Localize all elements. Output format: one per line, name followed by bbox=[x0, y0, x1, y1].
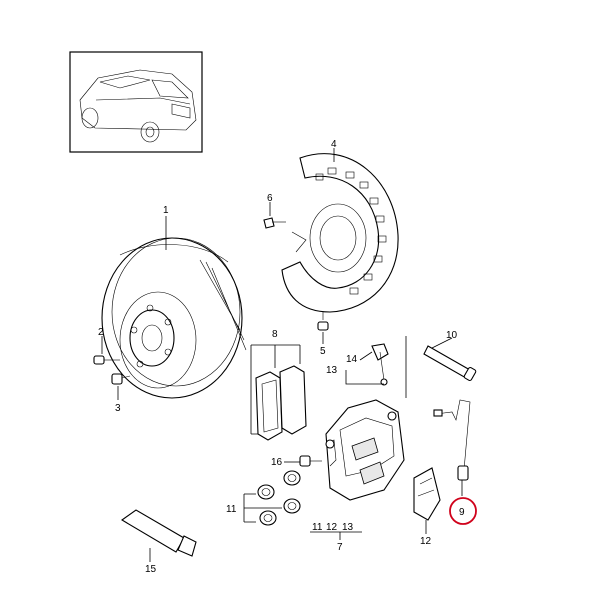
brake-caliper bbox=[325, 399, 405, 501]
bolt-6 bbox=[263, 217, 286, 229]
callout-6: 6 bbox=[267, 193, 273, 204]
callout-4: 4 bbox=[331, 139, 337, 150]
callout-15: 15 bbox=[145, 564, 157, 575]
callout-5: 5 bbox=[320, 346, 326, 357]
pad-spring-12 bbox=[413, 467, 441, 521]
leader-lines bbox=[101, 148, 463, 562]
callout-7: 7 bbox=[337, 542, 343, 553]
callout-1: 1 bbox=[163, 205, 169, 216]
brake-disc bbox=[101, 237, 247, 399]
screw-16 bbox=[299, 455, 322, 467]
wheel-screw-3 bbox=[111, 373, 131, 385]
callout-8: 8 bbox=[272, 329, 278, 340]
callout-11: 11 bbox=[226, 504, 237, 515]
paste-tube-15 bbox=[120, 509, 197, 557]
wear-sensor-9 bbox=[433, 399, 471, 481]
bolt-5 bbox=[317, 312, 329, 331]
highlight-circle bbox=[449, 497, 477, 525]
wheel-screw-2 bbox=[93, 355, 120, 365]
vehicle-thumbnail bbox=[69, 51, 203, 153]
callout-3: 3 bbox=[115, 403, 121, 414]
caliper-group-label-13: 13 bbox=[342, 522, 354, 533]
callout-10: 10 bbox=[446, 330, 458, 341]
callout-9: 9 bbox=[459, 507, 465, 518]
caliper-group-label-12: 12 bbox=[326, 522, 338, 533]
brake-pads bbox=[255, 365, 307, 441]
piston-seals bbox=[257, 470, 301, 526]
bolt-10 bbox=[423, 345, 477, 382]
callout-16: 16 bbox=[271, 457, 283, 468]
brake-dust-shield bbox=[281, 153, 399, 313]
callout-2: 2 bbox=[98, 327, 104, 338]
sensor-14 bbox=[371, 343, 389, 386]
callout-labels: 1 2 3 4 5 6 7 8 9 10 11 12 13 14 15 16 1… bbox=[98, 139, 465, 575]
callout-14: 14 bbox=[346, 354, 358, 365]
callout-12: 12 bbox=[420, 536, 432, 547]
callout-13: 13 bbox=[326, 365, 338, 376]
caliper-group-label-11: 11 bbox=[312, 522, 323, 533]
